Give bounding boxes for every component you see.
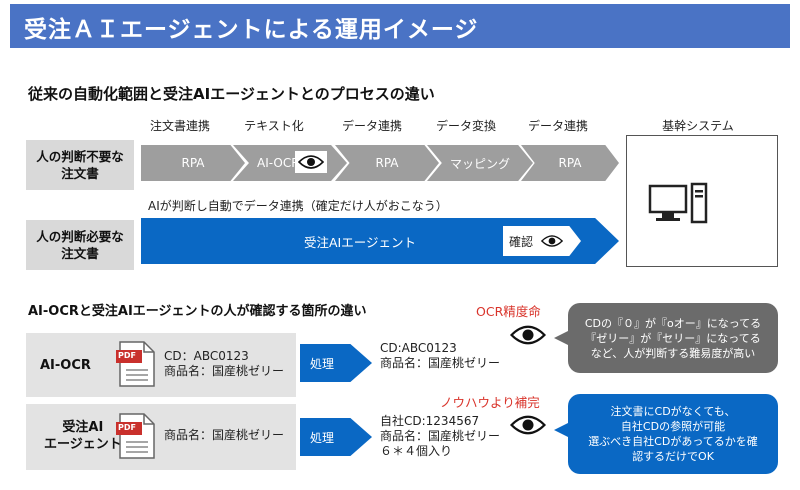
- step-label: データ連携: [341, 119, 402, 133]
- process-arrow: 処理: [300, 344, 372, 382]
- chevron-ai-ocr: AI-OCR: [233, 145, 347, 181]
- eye-icon: [509, 414, 547, 440]
- ocr-fields: CD：ABC0123 商品名：国産桃ゼリー: [164, 349, 285, 378]
- chevron-rpa: RPA: [521, 145, 619, 181]
- step-label: 基幹システム: [662, 119, 734, 133]
- row1-label: 人の判断不要な注文書: [26, 140, 134, 190]
- process-arrow: 処理: [300, 418, 372, 456]
- eye-icon: [541, 235, 564, 247]
- ocr-result: CD:ABC0123 商品名：国産桃ゼリー: [380, 341, 501, 370]
- computer-icon: [648, 182, 710, 230]
- agent-speech-bubble: 注文書にCDがなくても、 自社CDの参照が可能 選ぶべき自社CDがあってるかを確…: [568, 394, 778, 474]
- row2-band: [26, 404, 296, 470]
- eye-icon: [295, 151, 327, 173]
- section1-title: 従来の自動化範囲と受注AIエージェントとのプロセスの違い: [28, 85, 435, 103]
- chevron-rpa: RPA: [141, 145, 245, 181]
- step-label: データ変換: [435, 119, 496, 133]
- pdf-text: PDF: [118, 351, 136, 360]
- step-label: 注文書連携: [149, 119, 210, 133]
- ai-ocr-label: AI-OCR: [40, 358, 91, 373]
- ocr-speech-bubble: CDの『０』が『oオー』になってる 『ゼリー』が『セリー』になってる など、人が…: [568, 303, 778, 373]
- ocr-accuracy-note: OCR精度命: [476, 304, 541, 319]
- chevron-rpa: RPA: [335, 145, 439, 181]
- step-label: テキスト化: [244, 119, 304, 133]
- title-banner: [10, 4, 790, 48]
- agent-row-label: 受注AI エージェント: [44, 420, 122, 452]
- confirm-box: 確認: [503, 226, 581, 256]
- pdf-file-icon: [116, 412, 156, 464]
- step-label: データ連携: [527, 119, 588, 133]
- pdf-file-icon: [116, 340, 156, 392]
- agent-label: 受注AIエージェント: [304, 235, 416, 250]
- section2-title: AI-OCRと受注AIエージェントの人が確認する箇所の違い: [28, 304, 367, 319]
- agent-note: AIが判断し自動でデータ連携（確定だけ人がおこなう）: [148, 199, 448, 213]
- bubble-tail: [554, 422, 570, 438]
- bubble-tail: [554, 330, 570, 346]
- pdf-text: PDF: [118, 423, 136, 432]
- knowhow-note: ノウハウより補完: [440, 395, 540, 410]
- row2-label: 人の判断必要な注文書: [26, 220, 134, 270]
- agent-result: 自社CD:1234567 商品名：国産桃ゼリー ６＊４個入り: [380, 414, 501, 458]
- page-title: 受注ＡＩエージェントによる運用イメージ: [24, 17, 479, 43]
- eye-icon: [509, 324, 547, 350]
- agent-fields: 商品名：国産桃ゼリー: [164, 428, 285, 442]
- chevron-mapping: マッピング: [427, 145, 533, 181]
- row1-band: [26, 333, 296, 397]
